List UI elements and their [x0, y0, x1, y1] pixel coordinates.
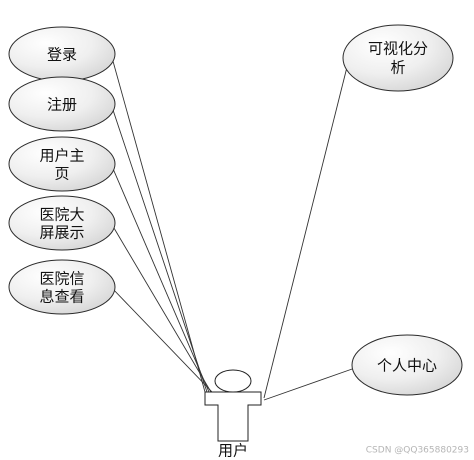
use-case-bubble [8, 259, 116, 315]
use-case-bubble [8, 136, 116, 192]
use-case-bubble [342, 24, 454, 92]
use-case-login: 登录 [8, 26, 116, 82]
watermark: CSDN @QQ365880293 [366, 446, 469, 456]
actor-head [214, 369, 252, 393]
use-case-hospital-screen: 医院大 屏展示 [8, 195, 116, 251]
use-case-label-line-2: 析 [390, 59, 405, 77]
use-case-label-line-2: 屏展示 [39, 224, 84, 242]
use-case-label: 个人中心 [377, 357, 437, 375]
use-case-register: 注册 [8, 76, 116, 132]
use-case-bubble [351, 334, 463, 396]
association-personal-center [263, 367, 356, 401]
use-case-label-line-2: 页 [54, 165, 69, 183]
use-case-label-line-1: 可视化分 [368, 40, 428, 58]
actor-body [204, 391, 262, 442]
use-case-user-home: 用户主 页 [8, 136, 116, 192]
association-hospital-screen [110, 222, 212, 393]
use-case-hospital-info: 医院信 息查看 [8, 259, 116, 315]
association-lines [110, 53, 356, 401]
use-case-label: 注册 [47, 96, 77, 114]
use-case-label-line-1: 医院大 [39, 206, 84, 224]
association-visual-analysis [263, 66, 348, 399]
association-login [110, 53, 206, 393]
use-case-label-line-1: 用户主 [39, 147, 84, 165]
use-case-label-line-2: 息查看 [39, 288, 84, 306]
use-case-label-line-1: 医院信 [39, 270, 84, 288]
use-case-personal-center: 个人中心 [351, 334, 463, 396]
actor-user: 用户 [204, 369, 262, 460]
actor-label: 用户 [218, 442, 248, 460]
use-case-label: 登录 [47, 46, 77, 64]
association-hospital-info [110, 286, 214, 394]
use-case-bubble [8, 76, 116, 132]
association-register [110, 103, 208, 393]
use-case-visual-analysis: 可视化分 析 [342, 24, 454, 92]
use-case-bubble [8, 195, 116, 251]
association-user-home [110, 163, 210, 393]
